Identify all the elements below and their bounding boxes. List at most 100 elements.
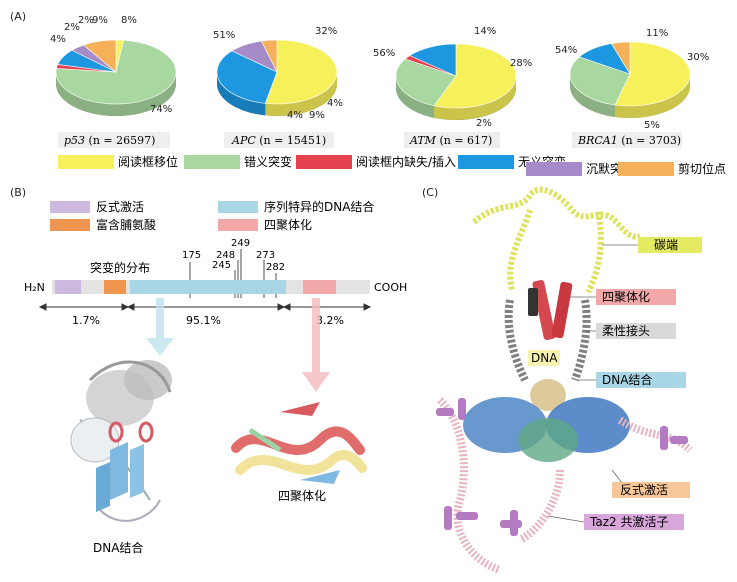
domain-legend: 反式激活 序列特异的DNA结合 富含脯氨酸 四聚体化 [50, 199, 374, 232]
callout-leader [547, 515, 585, 523]
pie-side-segment [433, 76, 516, 120]
caption-box [58, 132, 170, 148]
callout-label: 反式激活 [620, 483, 668, 497]
legend-label: 错义突变 [244, 154, 292, 169]
taz2-helix [660, 426, 668, 450]
pie-slice [569, 56, 631, 106]
pct-label: 5% [644, 120, 660, 131]
arrow-head [282, 303, 291, 311]
pie-slice [82, 39, 117, 73]
pie-side-segment [265, 72, 337, 116]
callout-label: DNA结合 [602, 372, 652, 387]
pct-label: 54% [555, 45, 577, 56]
proline-rich-domain [104, 280, 126, 294]
callout-label: 柔性接头 [602, 323, 650, 338]
legend-swatch [296, 155, 352, 169]
pct-label: 4% [327, 98, 343, 109]
pct-label: 8% [121, 15, 137, 26]
pie-captions: p53 (n = 26597) APC (n = 15451) ATM (n =… [58, 132, 682, 148]
caption-box [224, 132, 334, 148]
pie-slice [409, 43, 457, 77]
callout-box [612, 482, 690, 498]
pct-label: 14% [474, 26, 496, 37]
callout-box [584, 514, 684, 530]
hotspot-label: 245 [212, 260, 231, 271]
pie-slice [395, 58, 457, 107]
tetramer-helix [551, 281, 573, 339]
dna-molecule [530, 379, 566, 411]
dna-label: DNA [531, 351, 558, 365]
taz2-helix [500, 520, 522, 528]
legend-swatch [184, 155, 240, 169]
pct-label: 2% [476, 118, 492, 129]
flexible-linker [571, 299, 591, 382]
arrow-head [363, 303, 372, 311]
dna-helix-shape [124, 360, 172, 400]
pie-side-segment [217, 72, 266, 116]
pct-label: 74% [150, 104, 172, 115]
taz2-helix [456, 512, 478, 520]
legend-swatch [58, 155, 114, 169]
pct-label: 4% [50, 34, 66, 45]
caption-box [404, 132, 500, 148]
pie-caption-brca1: BRCA1 (n = 3703) [577, 134, 681, 147]
legend-swatch [50, 201, 90, 213]
full-length-p53-structure [436, 186, 693, 574]
pie-caption-atm: ATM (n = 617) [409, 134, 492, 147]
pie-caption-p53: p53 (n = 26597) [64, 134, 155, 147]
panel-a-label: (A) [10, 10, 26, 23]
legend-label: 序列特异的DNA结合 [264, 199, 374, 214]
hotspot-label: 249 [231, 238, 250, 249]
dna-strand [88, 360, 172, 393]
tetramer-structure [231, 402, 367, 484]
arrow-head [277, 303, 286, 311]
arrow-head [121, 303, 130, 311]
pie-side-segment [396, 76, 434, 118]
percent-label: 3.2% [316, 314, 344, 327]
panel-b-label: (B) [10, 186, 26, 199]
pie-charts [55, 39, 691, 120]
legend-label: 剪切位点 [678, 161, 726, 176]
beta-strand [280, 402, 320, 416]
c-terminal-tail [507, 209, 533, 291]
mutation-range-arrows [38, 303, 372, 311]
legend-swatch [50, 219, 90, 231]
callout-label: 碳端 [654, 238, 678, 252]
helix [108, 421, 124, 443]
pie-slice [264, 39, 338, 105]
arrow-head [126, 303, 135, 311]
legend-swatch [526, 162, 582, 176]
pct-label: 9% [309, 110, 325, 121]
helix [231, 426, 365, 455]
pie-percent-labels: 4% 2% 2% 9% 8% 74% 51% 32% 4% 9% 4% 56% … [50, 15, 709, 131]
tetramer-pointer-arrow [302, 298, 330, 392]
taz2-helix [436, 408, 454, 416]
beta-strand [110, 442, 128, 500]
pct-label: 56% [373, 48, 395, 59]
pie-side-segment [615, 74, 690, 119]
pie-side-segment [56, 72, 176, 116]
c-terminal-tail [472, 186, 641, 240]
legend-swatch [218, 219, 258, 231]
percent-label: 1.7% [72, 314, 100, 327]
pie-slice [614, 41, 691, 107]
beta-strand [300, 470, 340, 484]
dna-binding-caption: DNA结合 [93, 540, 143, 555]
dna-binding-domain-blob [518, 418, 578, 462]
loop [99, 499, 161, 522]
dna-label-box [528, 350, 560, 366]
transactivation-domain [55, 280, 81, 294]
strand [248, 427, 282, 453]
beta-strand [96, 462, 110, 512]
taz2-domains [436, 398, 688, 536]
arrow-head [38, 303, 47, 311]
pct-label: 51% [213, 30, 235, 41]
hotspot-label: 273 [256, 250, 275, 261]
pie-slice [216, 50, 278, 104]
tetramer-strand [528, 288, 538, 316]
callout-box [596, 323, 676, 339]
mutation-type-legend: 阅读框移位 错义突变 阅读框内缺失/插入 无义突变 沉默突变 剪切位点 [58, 154, 726, 176]
pct-label: 2% [78, 15, 94, 26]
legend-swatch [218, 201, 258, 213]
